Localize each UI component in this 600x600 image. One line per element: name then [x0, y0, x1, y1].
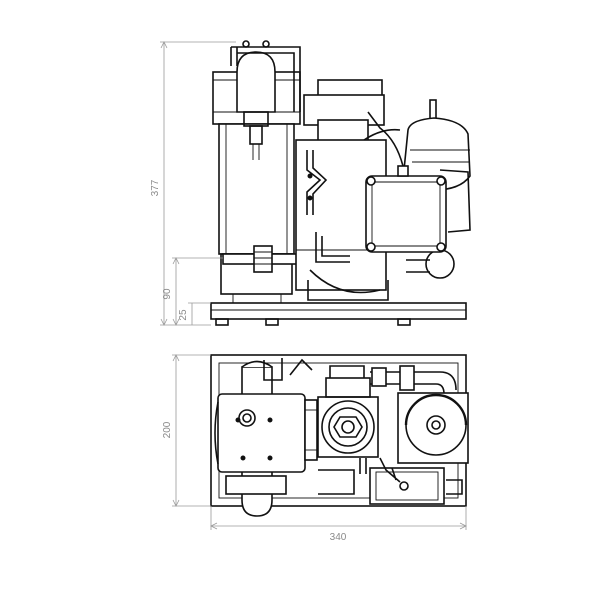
dimension-label-340: 340 — [330, 532, 347, 543]
dimension-label-25: 25 — [178, 309, 189, 321]
dimension-width: 340 — [210, 506, 467, 543]
dimension-label-377: 377 — [150, 179, 161, 196]
pump-head-top-view — [317, 365, 457, 458]
front-view: 377 90 25 — [150, 40, 471, 326]
dimension-25: 25 — [178, 302, 211, 325]
top-view: 200 340 — [162, 354, 469, 543]
control-box-top-view — [318, 457, 463, 505]
base-plate — [210, 302, 467, 326]
control-box — [363, 111, 447, 253]
motor-fan-top-view — [397, 392, 469, 464]
dimension-overall-height: 377 — [150, 41, 236, 326]
motor — [403, 99, 471, 279]
hose — [306, 150, 350, 263]
dimension-label-90: 90 — [162, 288, 173, 300]
filter-top-view — [214, 358, 318, 517]
dimension-label-200: 200 — [162, 421, 173, 438]
dimension-90: 90 — [162, 257, 223, 326]
dimension-depth: 200 — [162, 354, 211, 507]
filter-canister — [212, 40, 301, 303]
